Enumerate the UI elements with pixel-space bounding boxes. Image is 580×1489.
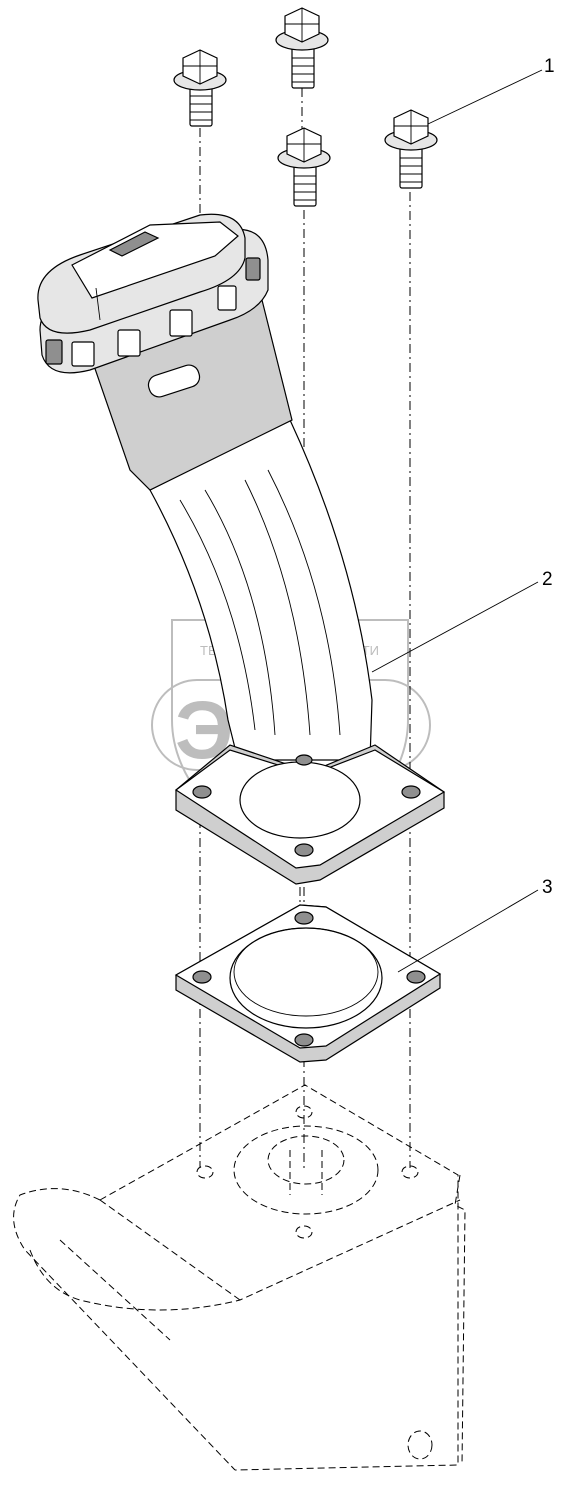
tank-body-outline bbox=[13, 1084, 466, 1471]
bolt-mid-center bbox=[277, 127, 331, 207]
callout-3: 3 bbox=[397, 877, 553, 973]
bolt-right bbox=[384, 109, 438, 189]
bolt-top-center bbox=[275, 7, 329, 89]
callout-2: 2 bbox=[371, 569, 553, 673]
bolt-top-left bbox=[173, 49, 227, 127]
callout-1: 1 bbox=[427, 56, 555, 125]
gasket bbox=[174, 904, 442, 1063]
callout-2-label: 2 bbox=[542, 569, 553, 590]
callout-1-label: 1 bbox=[544, 56, 555, 77]
callout-3-label: 3 bbox=[542, 877, 553, 898]
filler-neck bbox=[37, 213, 446, 885]
